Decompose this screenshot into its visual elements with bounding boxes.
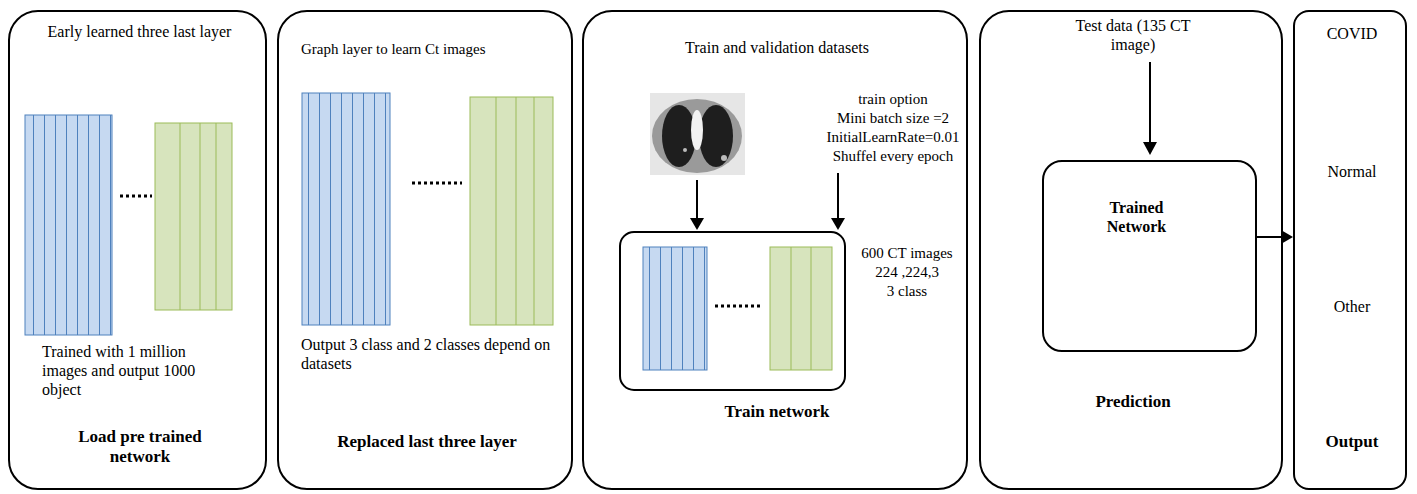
stage-text: Train and validation datasets bbox=[604, 38, 950, 57]
stage-text: train option bbox=[820, 90, 966, 108]
stage-title: Load pre trained network bbox=[60, 427, 220, 468]
ct-mediastinum bbox=[691, 110, 703, 150]
flow-arrow bbox=[1257, 230, 1293, 244]
stage-text: Graph layer to learn Ct images bbox=[301, 40, 563, 58]
green-line bbox=[216, 123, 217, 310]
dots bbox=[120, 195, 152, 198]
ct-lung bbox=[662, 105, 696, 167]
arrow-line bbox=[1149, 62, 1151, 144]
stage-text: Trained with 1 million images and output… bbox=[42, 342, 227, 400]
ct-ground bbox=[650, 93, 745, 175]
ct-image bbox=[650, 93, 745, 175]
stage-text: Early learned three last layer bbox=[30, 22, 249, 41]
stage-panel: Train and validation datasets train optio… bbox=[582, 10, 968, 490]
ct-spot bbox=[683, 148, 687, 152]
green-line bbox=[791, 247, 792, 370]
blue-layers bbox=[643, 247, 707, 370]
stage-panel: Graph layer to learn Ct imagesOutput 3 c… bbox=[277, 10, 573, 490]
green-line bbox=[496, 97, 497, 325]
green-line bbox=[811, 247, 812, 370]
green-line bbox=[200, 123, 201, 310]
network-frame bbox=[620, 232, 845, 390]
layer-stack bbox=[25, 115, 232, 335]
stage-text: COVID bbox=[1299, 24, 1405, 43]
stage-panel: Early learned three last layerTrained wi… bbox=[8, 10, 267, 490]
down-arrow bbox=[1143, 62, 1157, 155]
stage-text: Test data (135 CT image) bbox=[1058, 16, 1208, 54]
arrow-head bbox=[831, 218, 845, 230]
arrow-line bbox=[696, 180, 698, 220]
stage-text: 600 CT images bbox=[850, 244, 964, 262]
green-layers bbox=[770, 247, 832, 370]
ct-spot bbox=[721, 155, 727, 161]
stage-text: Normal bbox=[1299, 162, 1405, 181]
process-box: Trained Network bbox=[1042, 160, 1257, 352]
dots bbox=[715, 305, 762, 308]
stage-title: Train network bbox=[604, 402, 950, 422]
stage-text: 3 class bbox=[850, 282, 964, 300]
green-line bbox=[516, 97, 517, 325]
blue-layers bbox=[302, 93, 390, 325]
stage-text: Other bbox=[1299, 297, 1405, 316]
layer-stack bbox=[302, 93, 553, 325]
green-line bbox=[534, 97, 535, 325]
stage-panel: COVID NormalOtherOutput bbox=[1293, 10, 1407, 490]
green-layers bbox=[470, 97, 553, 325]
stage-panel: Test data (135 CT image) Prediction Traine… bbox=[979, 10, 1283, 490]
green-layers bbox=[155, 123, 232, 310]
arrow-head bbox=[690, 218, 704, 230]
stage-text: Mini batch size =2 bbox=[820, 109, 966, 127]
green-line bbox=[180, 123, 181, 310]
stage-title: Replaced last three layer bbox=[289, 432, 565, 452]
stage-text: InitialLearnRate=0.01 bbox=[820, 128, 966, 146]
arrow-head bbox=[1143, 142, 1157, 155]
stage-title: Output bbox=[1299, 432, 1405, 452]
blue-layers bbox=[25, 115, 112, 335]
stage-title: Prediction bbox=[1001, 392, 1265, 412]
down-arrow bbox=[690, 180, 704, 230]
stage-title: Trained Network bbox=[1089, 198, 1184, 236]
arrow-line bbox=[837, 173, 839, 220]
stage-text: Output 3 class and 2 classes depend on d… bbox=[301, 335, 556, 373]
down-arrow bbox=[831, 173, 845, 230]
layer-stack bbox=[643, 247, 832, 370]
ct-lung bbox=[699, 105, 733, 167]
arrow-line bbox=[1257, 236, 1283, 238]
ct-body bbox=[652, 99, 742, 173]
stage-text: 224 ,224,3 bbox=[850, 263, 964, 281]
stage-text: Shuffel every epoch bbox=[820, 147, 966, 165]
dots bbox=[412, 182, 462, 185]
